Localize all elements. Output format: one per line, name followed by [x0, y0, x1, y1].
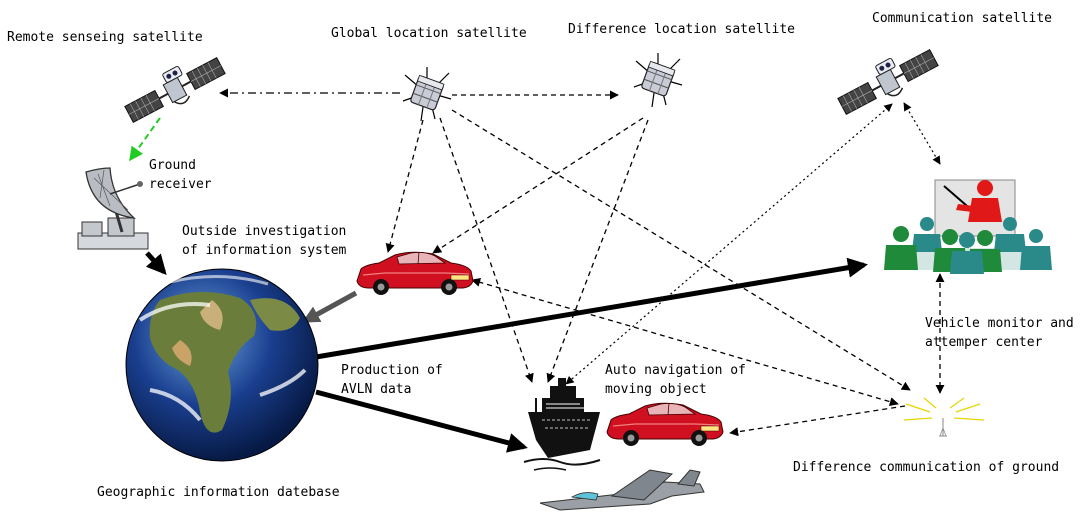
label-difference-location-satellite: Difference location satellite: [568, 22, 795, 37]
connector-earth-to-center: [315, 257, 868, 360]
label-vehicle-monitor-center: Vehicle monitor and attemper center: [925, 316, 1074, 350]
ship-icon: [523, 378, 601, 471]
connector-car-to-earth: [301, 290, 358, 324]
radio-tower-icon: [903, 397, 985, 437]
earth-globe-icon: [125, 268, 319, 462]
connectors: [129, 88, 945, 453]
label-ground-receiver: Ground receiver: [149, 158, 212, 192]
satellite-icon: [402, 66, 452, 122]
label-remote-sensing-satellite: Remote senseing satellite: [7, 30, 203, 45]
connector-global-to-ship: [439, 117, 534, 383]
label-difference-communication-ground: Difference communication of ground: [793, 460, 1060, 475]
label-outside-investigation: Outside investigation of information sys…: [182, 224, 347, 258]
car-icon: [356, 251, 474, 296]
connector-tower-to-navcar: [729, 405, 906, 437]
label-communication-satellite: Communication satellite: [872, 11, 1053, 26]
car-icon: [606, 402, 724, 447]
label-auto-navigation: Auto navigation of moving object: [605, 363, 746, 397]
connector-receiver-to-earth: [145, 251, 167, 275]
connector-comsat-center: [903, 102, 941, 165]
label-global-location-satellite: Global location satellite: [331, 26, 527, 41]
meeting-people-icon: [884, 179, 1052, 274]
jet-icon: [539, 469, 705, 511]
connector-difference-to-ship: [546, 119, 649, 383]
satellite-icon: [633, 52, 683, 108]
connector-global-to-car: [385, 119, 424, 253]
connector-comsat-ship: [565, 103, 893, 385]
label-production-avln-data: Production of AVLN data: [341, 363, 443, 397]
satellite-icon: [118, 46, 230, 130]
connector-difference-to-car: [432, 117, 644, 254]
label-geographic-database: Geographic information datebase: [97, 485, 340, 500]
dish-antenna-icon: [77, 167, 149, 250]
connector-remote-to-receiver: [129, 117, 161, 162]
connector-earth-to-ship: [315, 389, 528, 453]
